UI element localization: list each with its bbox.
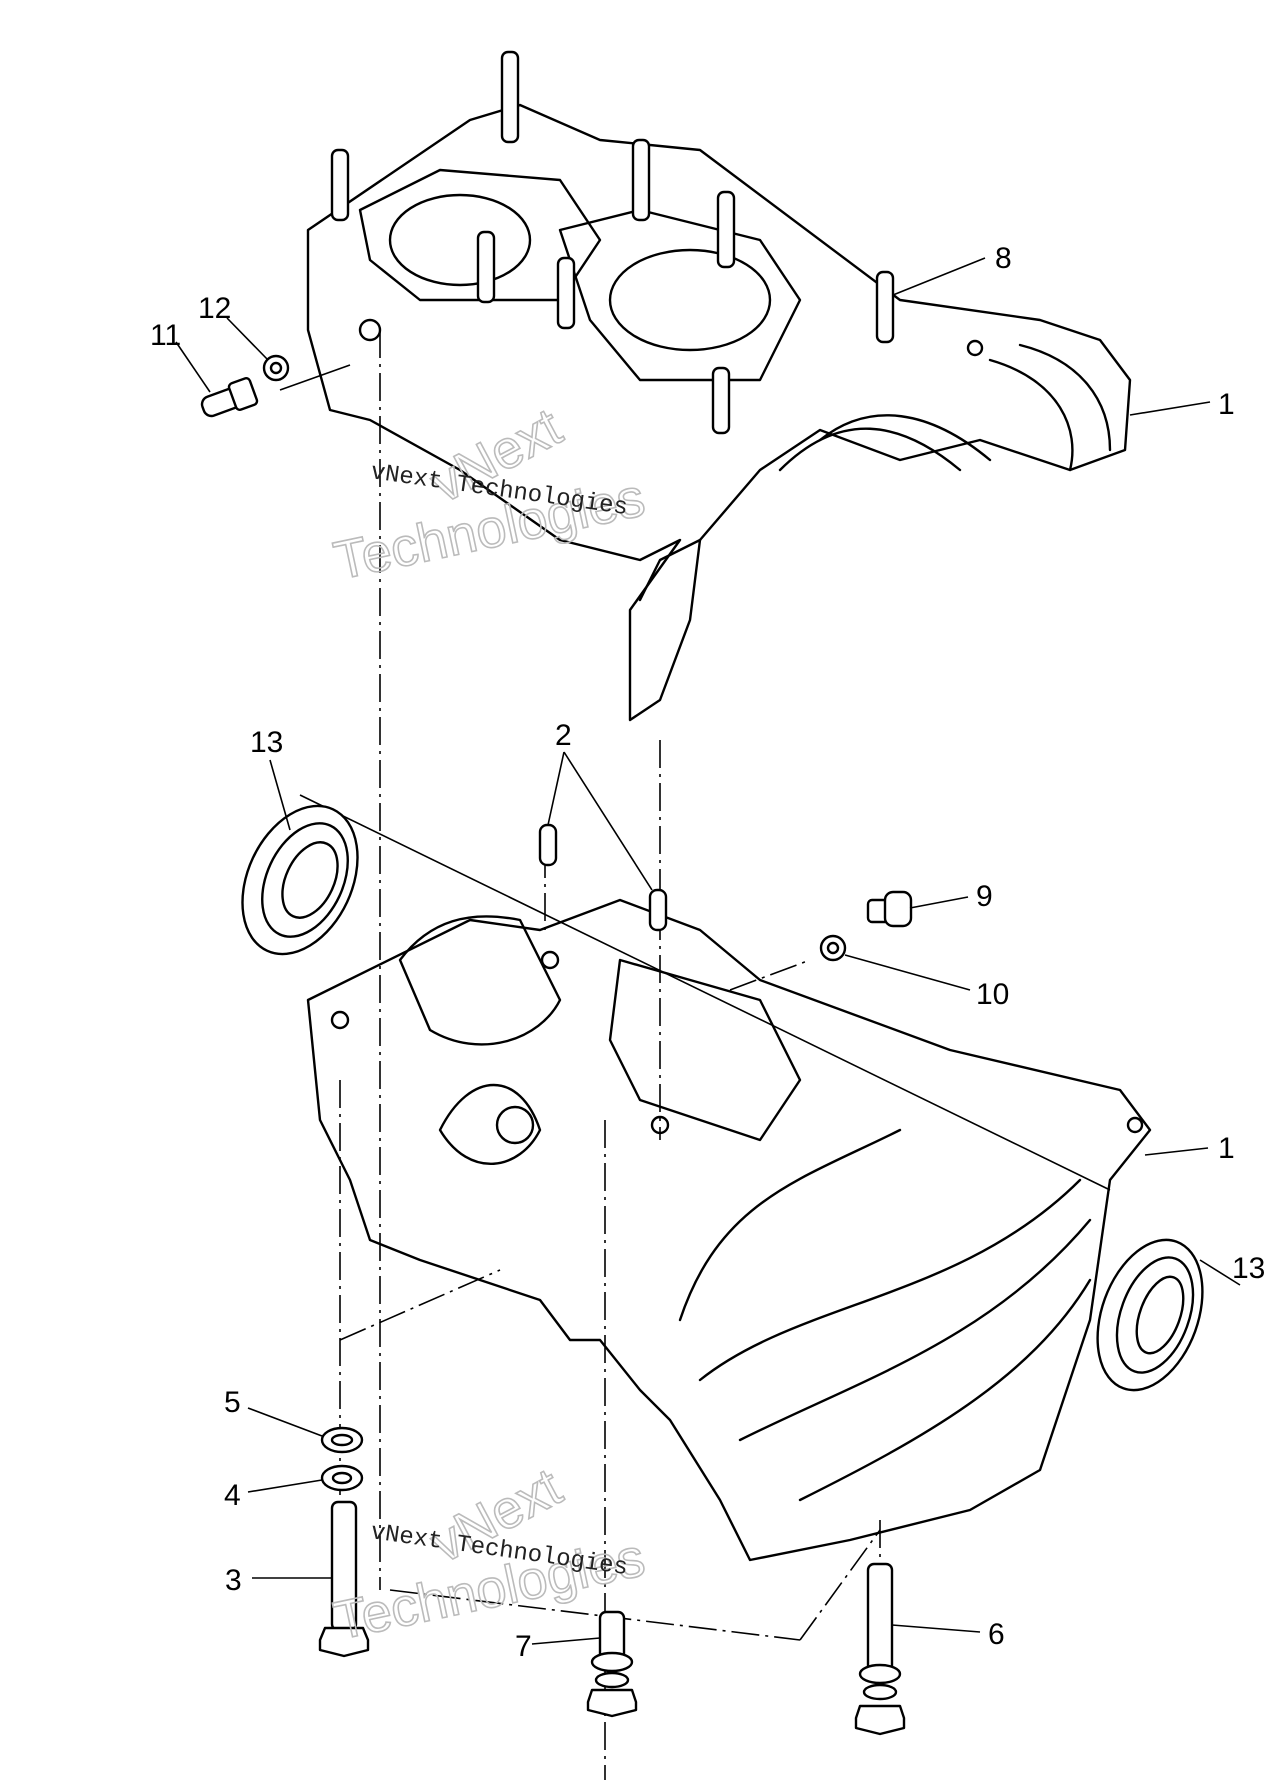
- leader-lines: [175, 257, 1241, 1645]
- part-7-bolt: [586, 1610, 638, 1718]
- part-6-bolt: [854, 1562, 906, 1736]
- part-13-oil-seal-right: [1096, 1238, 1204, 1392]
- callout-4: 4: [224, 1479, 241, 1512]
- callouts: 1 1 2 3 4 5 6 7 8 9 10 11 12 13 13: [150, 242, 1265, 1663]
- part-5-flat-washer: [320, 1426, 364, 1454]
- callout-1-upper: 1: [1218, 388, 1235, 421]
- part-12-star-washer: [262, 354, 290, 382]
- callout-5: 5: [224, 1386, 241, 1419]
- callout-12: 12: [198, 292, 231, 325]
- callout-3: 3: [225, 1564, 242, 1597]
- callout-2: 2: [555, 719, 572, 752]
- lower-crankcase: [306, 898, 1152, 1562]
- callout-11: 11: [150, 319, 181, 352]
- part-2-dowel-pins: [538, 823, 668, 932]
- callout-13-right: 13: [1232, 1252, 1265, 1285]
- callout-6: 6: [988, 1618, 1005, 1651]
- callout-9: 9: [976, 880, 993, 913]
- callout-10: 10: [976, 978, 1009, 1011]
- part-11-fitting: [200, 377, 259, 418]
- upper-crankcase: [306, 50, 1132, 722]
- callout-1-lower: 1: [1218, 1132, 1235, 1165]
- part-3-bolt: [318, 1500, 370, 1658]
- part-13-oil-seal-left: [241, 804, 359, 956]
- part-9-plug-screw: [866, 890, 913, 928]
- callout-8: 8: [995, 242, 1012, 275]
- callout-13-left: 13: [250, 726, 283, 759]
- cylinder-studs: [330, 50, 895, 435]
- part-4-lock-washer: [320, 1464, 364, 1492]
- callout-7: 7: [515, 1630, 532, 1663]
- part-10-star-washer: [819, 934, 847, 962]
